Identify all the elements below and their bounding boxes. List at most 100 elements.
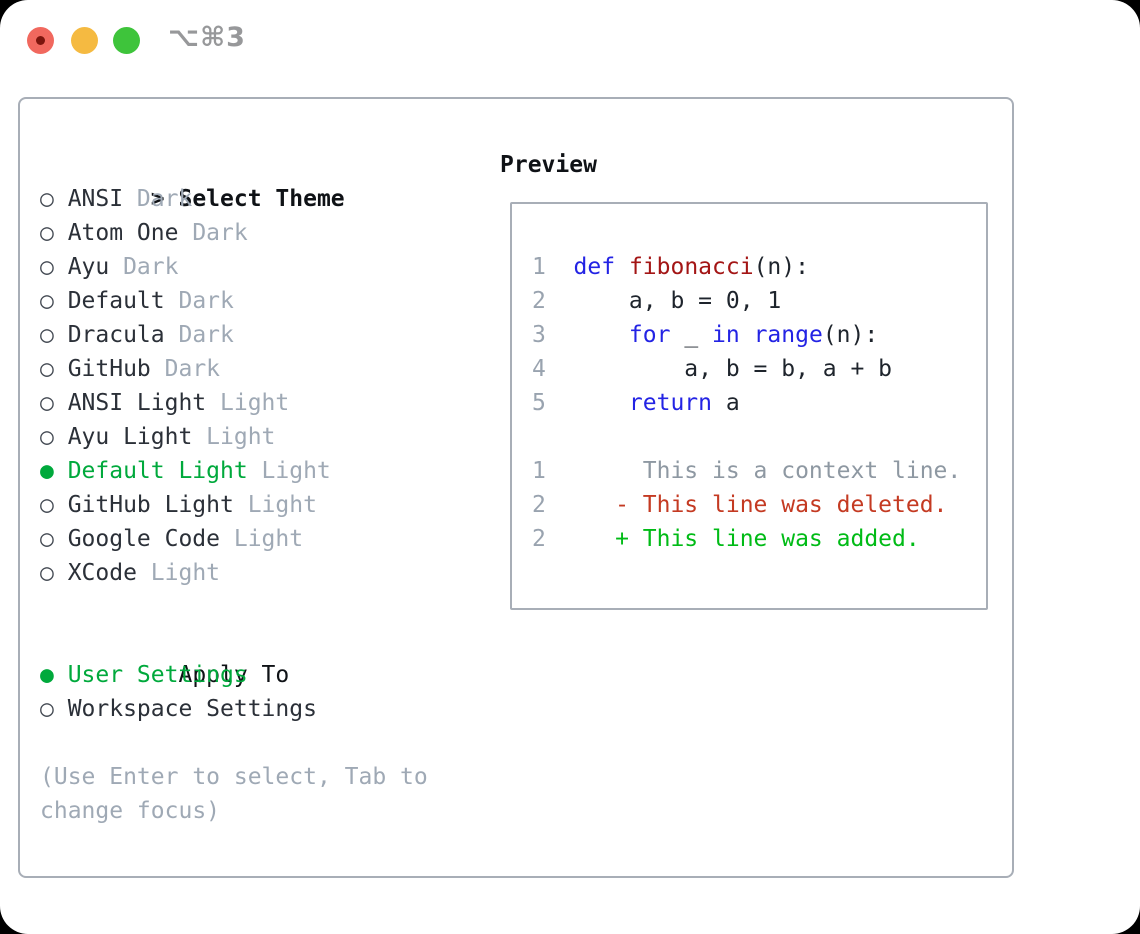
- theme-option[interactable]: ○ Ayu Light Light: [40, 420, 490, 454]
- preview-title: Preview: [500, 152, 597, 178]
- radio-icon: ○: [40, 560, 54, 586]
- code-line: [532, 420, 986, 454]
- code-segment: (n):: [822, 322, 879, 348]
- radio-icon: ○: [40, 526, 54, 552]
- maximize-button[interactable]: [113, 27, 140, 54]
- code-line: 4 a, b = b, a + b: [532, 352, 986, 386]
- apply-option-label: Workspace Settings: [67, 696, 317, 722]
- line-number: 2: [532, 492, 546, 518]
- minimize-button[interactable]: [71, 27, 98, 54]
- theme-variant-tag: Light: [247, 492, 317, 518]
- theme-variant-tag: Dark: [136, 186, 193, 212]
- line-number: 2: [532, 526, 546, 552]
- radio-icon: ○: [40, 322, 54, 348]
- theme-name: XCode: [67, 560, 137, 586]
- theme-variant-tag: Light: [261, 458, 331, 484]
- code-segment: range: [753, 322, 823, 348]
- code-segment: a: [712, 390, 740, 416]
- theme-variant-tag: Dark: [123, 254, 179, 280]
- line-number: 5: [532, 390, 546, 416]
- radio-icon: ○: [40, 254, 54, 280]
- code-segment: a, b = b, a + b: [573, 356, 893, 382]
- code-segment: + This line was added.: [573, 526, 920, 552]
- apply-option[interactable]: ○Workspace Settings: [40, 692, 490, 726]
- theme-variant-tag: Light: [220, 390, 290, 416]
- theme-option[interactable]: ○ ANSI Dark: [40, 182, 490, 216]
- apply-to-title: Apply To: [178, 662, 290, 688]
- code-segment: a, b = 0, 1: [573, 288, 782, 314]
- theme-variant-tag: Light: [150, 560, 221, 586]
- theme-variant-tag: Light: [233, 526, 304, 552]
- theme-name: ANSI: [67, 186, 124, 212]
- theme-option[interactable]: ○ GitHub Light Light: [40, 488, 490, 522]
- line-number: 1: [532, 254, 546, 280]
- radio-icon: ○: [40, 492, 54, 518]
- radio-icon: ○: [40, 288, 54, 314]
- theme-option[interactable]: ○ XCode Light: [40, 556, 490, 590]
- theme-option[interactable]: ○ Google Code Light: [40, 522, 490, 556]
- close-button[interactable]: [27, 27, 54, 54]
- code-segment: [574, 390, 629, 416]
- code-line: 5 return a: [532, 386, 986, 420]
- theme-option[interactable]: ○ ANSI Light Light: [40, 386, 490, 420]
- code-segment: _: [670, 322, 713, 348]
- code-segment: fibonacci: [628, 254, 754, 280]
- titlebar: ⌥⌘3: [0, 0, 1140, 80]
- theme-name: Ayu Light: [67, 424, 193, 450]
- code-line: 1 def fibonacci(n):: [532, 250, 986, 284]
- theme-name: ANSI Light: [67, 390, 207, 416]
- code-line: 2 + This line was added.: [532, 522, 986, 556]
- theme-variant-tag: Light: [206, 424, 276, 450]
- theme-variant-tag: Dark: [192, 220, 248, 246]
- spacer: [40, 726, 490, 760]
- theme-name: Atom One: [67, 220, 179, 246]
- theme-name: Default Light: [67, 458, 248, 484]
- theme-variant-tag: Dark: [178, 288, 234, 314]
- line-number: 4: [532, 356, 546, 382]
- theme-option[interactable]: ○ Atom One Dark: [40, 216, 490, 250]
- close-dot-icon: [36, 36, 45, 45]
- theme-list-header: > Select Theme: [40, 148, 490, 212]
- line-number: 3: [532, 322, 546, 348]
- apply-option-label: User Settings: [67, 662, 248, 688]
- radio-icon: ●: [40, 458, 54, 484]
- code-line: 2 - This line was deleted.: [532, 488, 986, 522]
- focus-caret-icon: >: [150, 186, 165, 212]
- radio-icon: ○: [40, 220, 54, 246]
- theme-option[interactable]: ● Default Light Light: [40, 454, 490, 488]
- theme-list-title: Select Theme: [178, 186, 345, 212]
- apply-to-list: ● User Settings ○Workspace Settings: [40, 658, 490, 726]
- radio-icon: ●: [40, 662, 54, 688]
- code-segment: - This line was deleted.: [573, 492, 948, 518]
- code-segment: (n):: [753, 254, 809, 280]
- spacer: [40, 590, 490, 624]
- apply-to-header-row: Apply To: [40, 624, 490, 688]
- window-shortcut-label: ⌥⌘3: [168, 22, 246, 53]
- code-segment: [615, 254, 629, 280]
- theme-variant-tag: Dark: [164, 356, 221, 382]
- apply-option[interactable]: ● User Settings: [40, 658, 490, 692]
- radio-icon: ○: [40, 186, 54, 212]
- code-segment: return: [628, 390, 713, 416]
- line-number: 2: [532, 288, 546, 314]
- radio-icon: ○: [40, 390, 54, 416]
- radio-icon: ○: [40, 424, 54, 450]
- theme-name: GitHub: [67, 356, 151, 382]
- code-segment: [740, 322, 754, 348]
- code-line: 2 a, b = 0, 1: [532, 284, 986, 318]
- code-line: 1 This is a context line.: [532, 454, 986, 488]
- code-line: 3 for _ in range(n):: [532, 318, 986, 352]
- code-segment: def: [573, 254, 616, 280]
- theme-name: Google Code: [67, 526, 221, 552]
- code-segment: This is a context line.: [573, 458, 962, 484]
- theme-name: GitHub Light: [67, 492, 234, 518]
